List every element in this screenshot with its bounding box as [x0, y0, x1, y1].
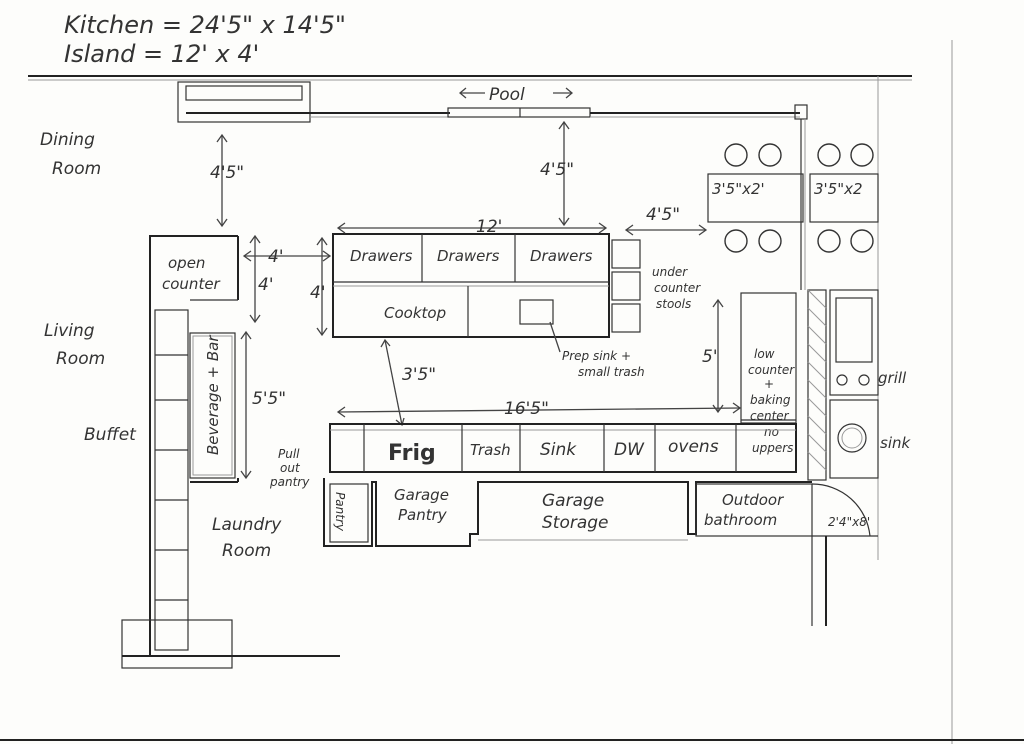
- pull-out-pantry-label-3: pantry: [269, 475, 310, 489]
- dining-gap-label: 4'5": [210, 163, 244, 183]
- table-left-label: 3'5"x2': [712, 180, 765, 198]
- laundry-room-label-1: Laundry: [212, 515, 282, 535]
- pool-direction: Pool: [458, 85, 574, 105]
- pool-gap-dimension: 4'5": [540, 120, 574, 227]
- outdoor-bathroom-label-1: Outdoor: [722, 491, 784, 509]
- island-depth-label: 4': [310, 283, 326, 303]
- stool: [817, 143, 841, 167]
- stool: [850, 143, 874, 167]
- outdoor-bathroom: [695, 483, 813, 537]
- garage-storage-label-2: Storage: [542, 513, 609, 533]
- stool: [758, 143, 782, 167]
- grill: [829, 289, 879, 396]
- under-counter-label-1: under: [652, 265, 688, 279]
- bathroom-door-swing: [811, 483, 871, 537]
- open-counter-label-1: open: [168, 254, 205, 272]
- low-counter-gap-label: 5': [702, 347, 718, 367]
- island-dimensions-title: Island = 12' x 4': [64, 40, 259, 68]
- sink-label: Sink: [540, 440, 577, 460]
- outdoor-bathroom-label-2: bathroom: [704, 511, 777, 529]
- bar-aisle-label: 5'5": [252, 389, 286, 409]
- grill-label: grill: [878, 369, 907, 387]
- table-right: [809, 173, 879, 223]
- beverage-bar-label: Beverage + Bar: [204, 335, 222, 455]
- stool: [724, 143, 748, 167]
- ovens-label: ovens: [668, 437, 719, 457]
- exterior-cooking-wall: [807, 289, 879, 481]
- lower-storage-wall: [323, 478, 878, 626]
- prep-sink-label-1: Prep sink +: [562, 349, 631, 363]
- low-counter-label-1: low: [754, 347, 775, 361]
- dining-gap-dimension: 4'5": [210, 133, 244, 228]
- low-counter-label-2: counter: [748, 363, 795, 377]
- stool: [758, 229, 782, 253]
- island-length-dimension: 12': [336, 217, 608, 237]
- stool: [817, 229, 841, 253]
- island-to-table-label: 4'5": [646, 205, 680, 225]
- island-to-table-dimension: 4'5": [624, 205, 708, 236]
- prep-sink-label-2: small trash: [578, 365, 645, 379]
- island: Drawers Drawers Drawers Cooktop: [332, 233, 641, 338]
- kitchen-dimensions-title: Kitchen = 24'5" x 14'5": [64, 11, 346, 39]
- pantry: [329, 483, 369, 543]
- living-room-label-1: Living: [44, 321, 95, 341]
- stool: [724, 229, 748, 253]
- pool-label: Pool: [489, 85, 525, 105]
- fridge-label: Frig: [388, 441, 436, 466]
- stool: [850, 229, 874, 253]
- under-counter-label-3: stools: [656, 297, 691, 311]
- bar-stools: [724, 143, 874, 253]
- island-length-label: 12': [476, 217, 502, 237]
- laundry-room-label-2: Room: [222, 541, 271, 561]
- dining-room-label-1: Dining: [40, 130, 95, 150]
- garage-pantry-label-1: Garage: [394, 486, 449, 504]
- drawers-label-1: Drawers: [350, 247, 413, 265]
- back-counter-length-label: 16'5": [504, 399, 549, 419]
- pool-gap-label: 4'5": [540, 160, 574, 180]
- dining-room-label-2: Room: [52, 159, 101, 179]
- island-to-back-counter-label: 3'5": [402, 365, 436, 385]
- stool-under-counter: [611, 239, 641, 269]
- pull-out-pantry-label-1: Pull: [278, 447, 300, 461]
- stool-under-counter: [611, 303, 641, 333]
- low-counter-label-7: uppers: [752, 441, 793, 455]
- door-size-label: 2'4"x8': [828, 515, 870, 529]
- prep-sink: [519, 299, 554, 325]
- pull-out-pantry-label-2: out: [280, 461, 301, 475]
- garage-pantry-label-2: Pantry: [398, 506, 448, 524]
- low-counter-label-5: center: [750, 409, 790, 423]
- top-wall: [177, 81, 808, 290]
- open-counter-and-bar: [121, 235, 340, 669]
- under-counter-label-2: counter: [654, 281, 701, 295]
- open-counter-label-2: counter: [162, 275, 221, 293]
- sliding-door-to-pool: [447, 107, 591, 118]
- stool-under-counter: [611, 271, 641, 301]
- back-counter-length-dimension: 16'5": [336, 399, 742, 419]
- low-counter-label-4: baking: [750, 393, 791, 407]
- island-to-open-counter-label: 4': [268, 247, 284, 267]
- back-counter: [329, 423, 797, 473]
- drawers-label-3: Drawers: [530, 247, 593, 265]
- open-counter-gap-dimension: 4' 4' 4': [242, 234, 332, 337]
- low-counter-label-6: no: [764, 425, 779, 439]
- bar-aisle-dimension: 5'5": [240, 330, 286, 480]
- pantry-label: Pantry: [333, 492, 347, 532]
- low-counter-label-3: +: [764, 377, 774, 391]
- buffet-label: Buffet: [84, 425, 137, 445]
- trash-label: Trash: [470, 441, 511, 459]
- outdoor-sink: [829, 399, 879, 479]
- low-counter-gap-dimension: 5': [702, 298, 724, 414]
- cooktop-label: Cooktop: [384, 304, 446, 322]
- outdoor-sink-label: sink: [880, 434, 911, 452]
- living-room-label-2: Room: [56, 349, 105, 369]
- dishwasher-label: DW: [614, 440, 645, 460]
- open-counter-gap-label: 4': [258, 275, 274, 295]
- island-to-back-counter-dimension: 3'5": [380, 338, 436, 427]
- drawers-label-2: Drawers: [437, 247, 500, 265]
- table-right-label: 3'5"x2: [814, 180, 863, 198]
- table-left: [707, 173, 804, 223]
- garage-storage-label-1: Garage: [542, 491, 604, 511]
